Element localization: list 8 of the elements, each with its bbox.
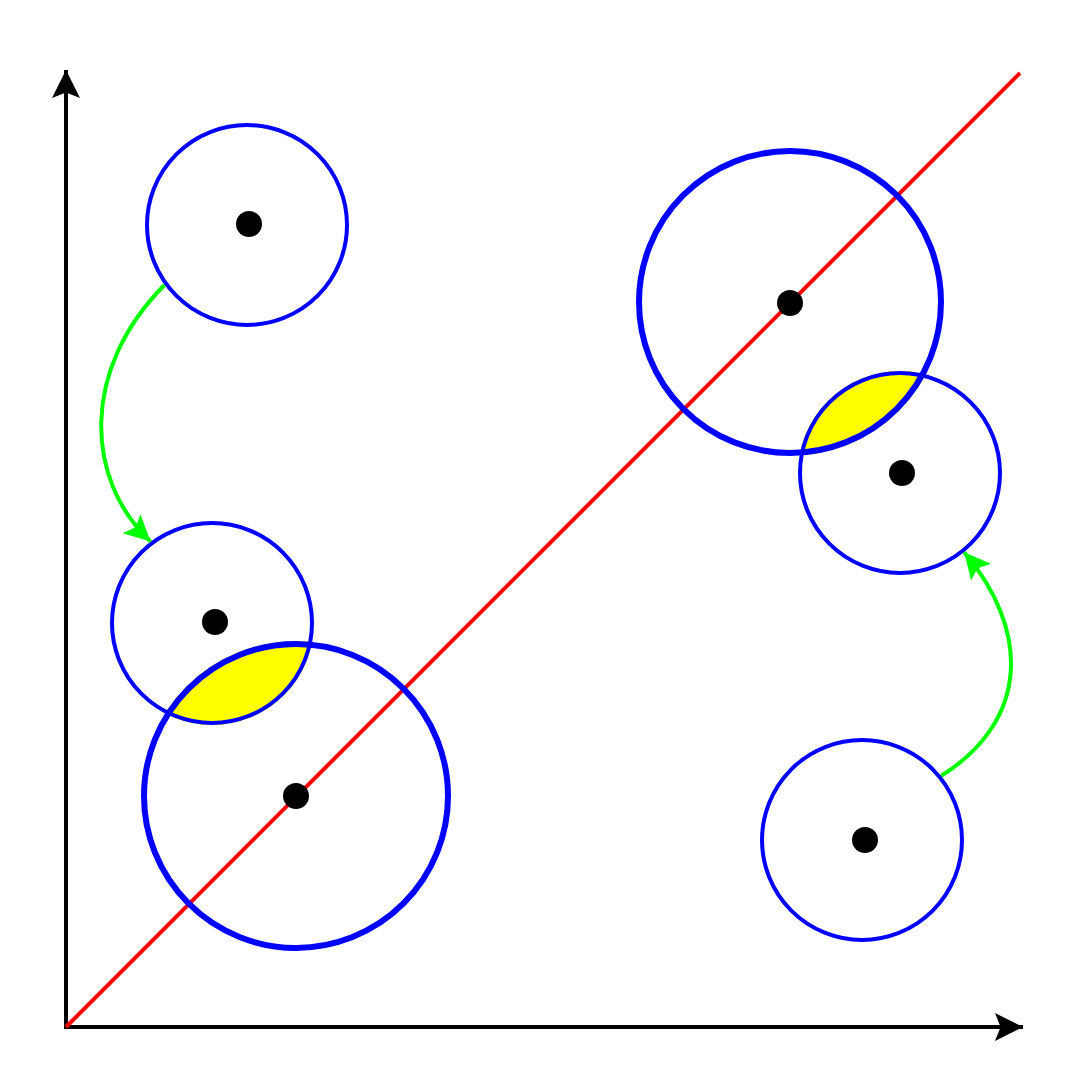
circle-outline (145, 123, 349, 327)
curved-arrow (940, 551, 1013, 778)
circle-outline (760, 738, 964, 942)
circle-outline (636, 148, 944, 456)
circle-outline (141, 641, 451, 951)
circle-outline (110, 521, 314, 725)
circle-outline (798, 371, 1002, 575)
curved-arrow (99, 283, 166, 543)
